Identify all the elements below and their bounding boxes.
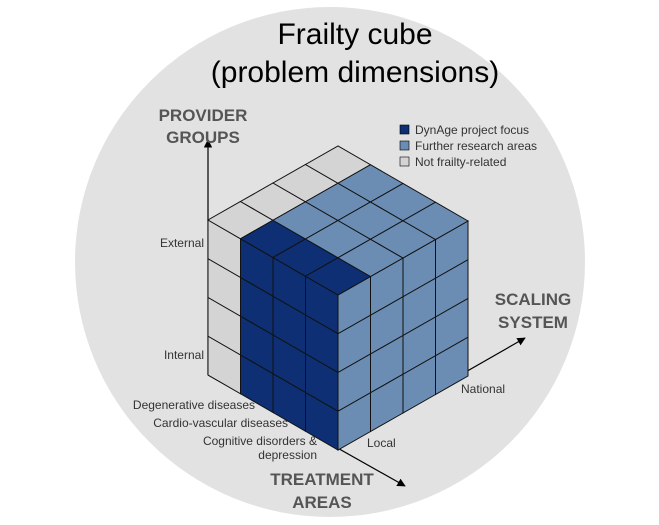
legend-label-not-related: Not frailty-related (415, 155, 506, 169)
title-line-2: (problem dimensions) (211, 56, 499, 89)
legend-label-research: Further research areas (415, 139, 537, 153)
cube (206, 145, 470, 451)
title-line-1: Frailty cube (277, 18, 432, 51)
legend-swatch-not-related (399, 156, 410, 167)
provider-axis-title-line-1: PROVIDER (159, 106, 248, 125)
provider-axis-title-line-2: GROUPS (166, 128, 240, 147)
treatment-tick-degenerative: Degenerative diseases (133, 398, 255, 412)
provider-tick-external: External (160, 236, 204, 250)
scaling-axis-title-line-2: SYSTEM (498, 313, 568, 332)
legend: DynAge project focus Further research ar… (399, 123, 537, 169)
legend-label-focus: DynAge project focus (415, 123, 529, 137)
treatment-tick-depression: depression (258, 448, 317, 462)
scaling-tick-national: National (461, 382, 505, 396)
scaling-tick-local: Local (367, 436, 396, 450)
treatment-axis-title-line-1: TREATMENT (270, 470, 374, 489)
cube-right-cell (435, 336, 469, 396)
treatment-axis-title-line-2: AREAS (292, 493, 352, 512)
legend-swatch-research (399, 140, 410, 151)
treatment-tick-cognitive: Cognitive disorders & (203, 434, 317, 448)
scaling-axis-title-line-1: SCALING (495, 290, 572, 309)
cube-top-cell (401, 201, 470, 241)
legend-swatch-focus (399, 124, 410, 135)
provider-tick-internal: Internal (164, 348, 204, 362)
treatment-tick-cardio-vascular: Cardio-vascular diseases (153, 416, 288, 430)
